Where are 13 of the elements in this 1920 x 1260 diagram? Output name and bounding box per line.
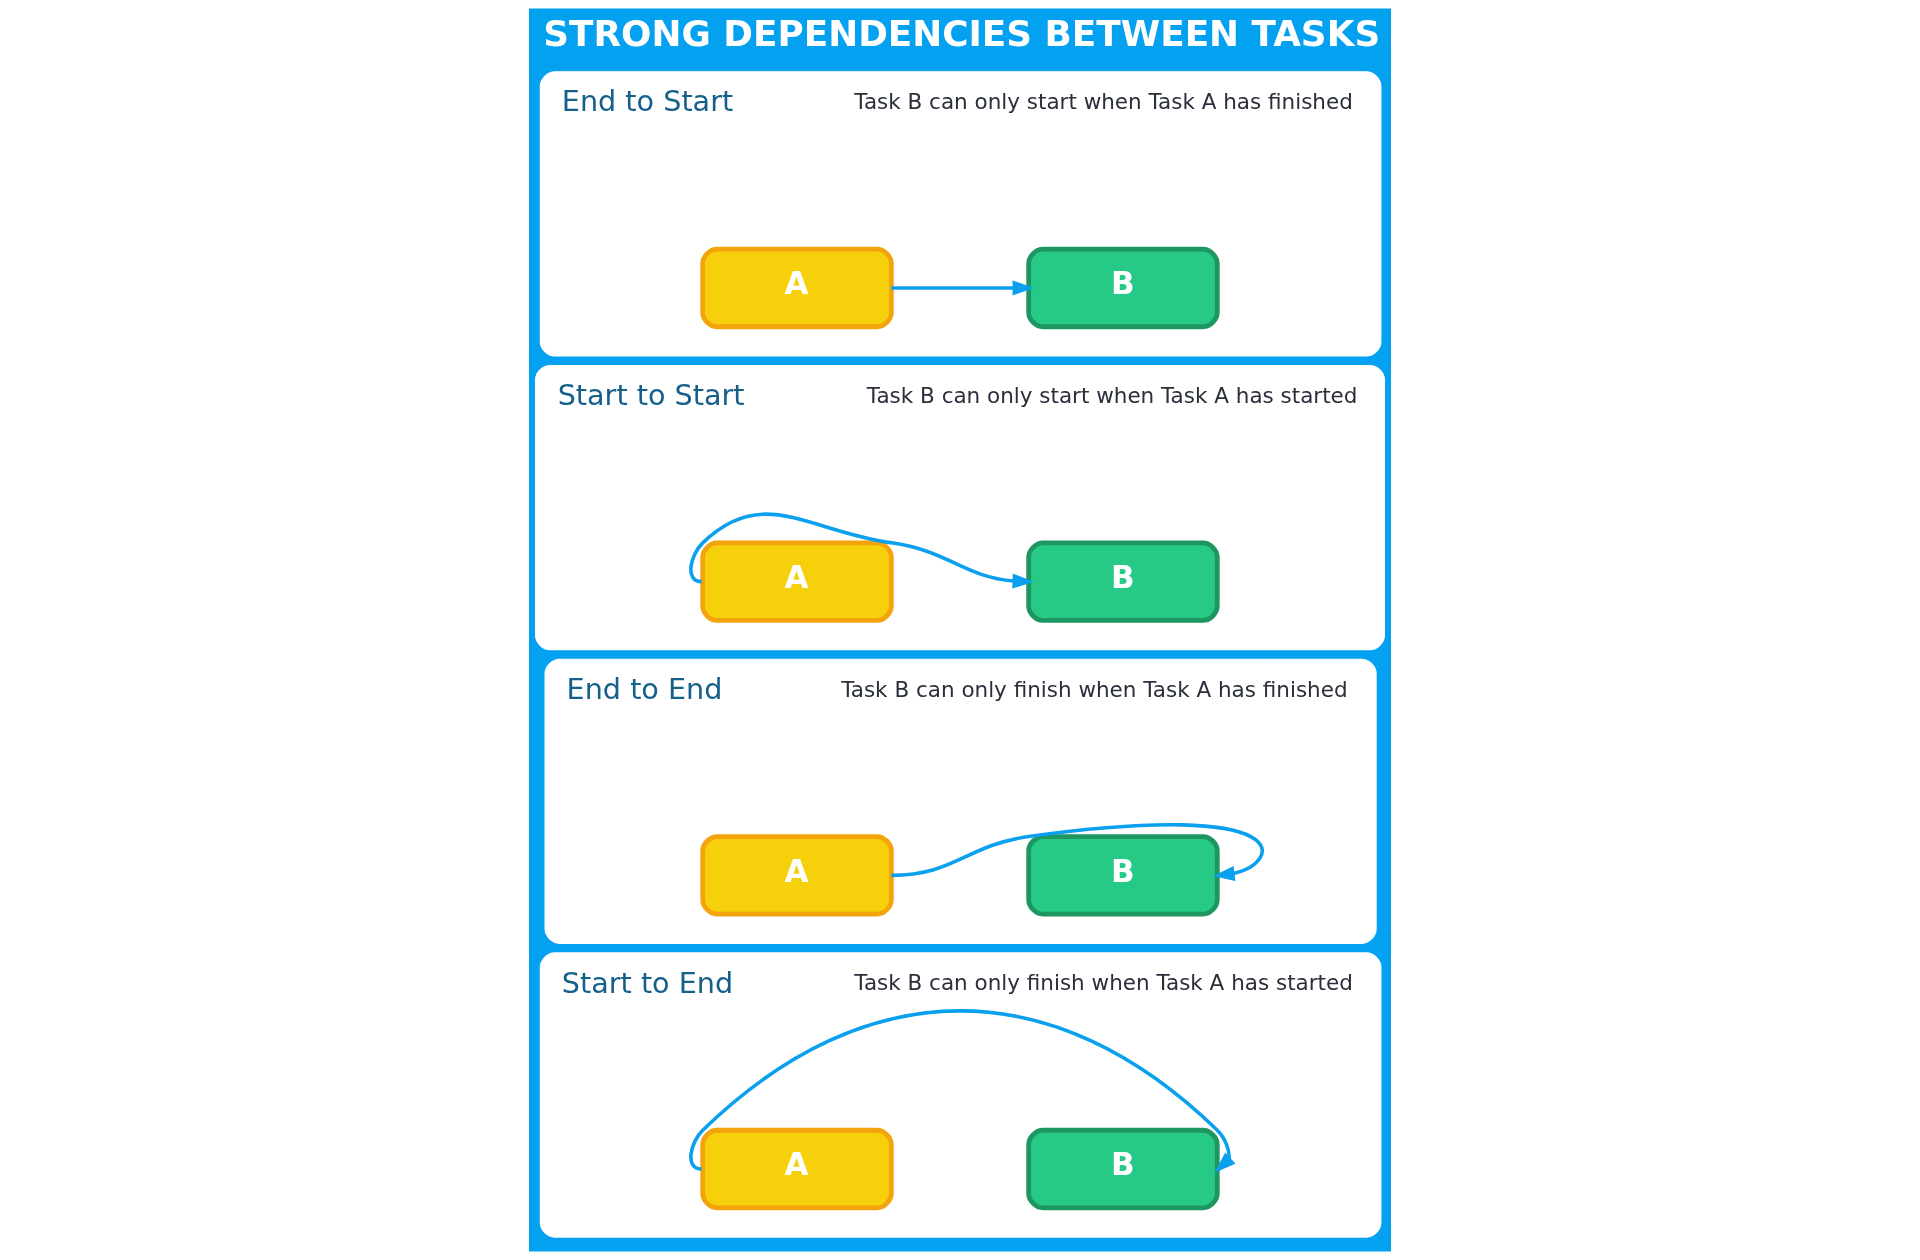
arrow — [891, 823, 1264, 881]
node-box: B — [1026, 834, 1220, 917]
diagram-title: STRONG DEPENDENCIES BETWEEN TASKS — [543, 12, 1381, 54]
node-box: B — [1026, 246, 1220, 330]
arrow — [689, 512, 1035, 589]
arrow — [689, 1009, 1236, 1173]
node-box: B — [1026, 540, 1220, 623]
node-box: A — [700, 1127, 894, 1211]
node-box: A — [700, 540, 894, 623]
node-box: B — [1026, 1127, 1220, 1211]
arrow — [891, 280, 1035, 296]
node-box: A — [700, 246, 894, 330]
node-box: A — [700, 834, 894, 917]
